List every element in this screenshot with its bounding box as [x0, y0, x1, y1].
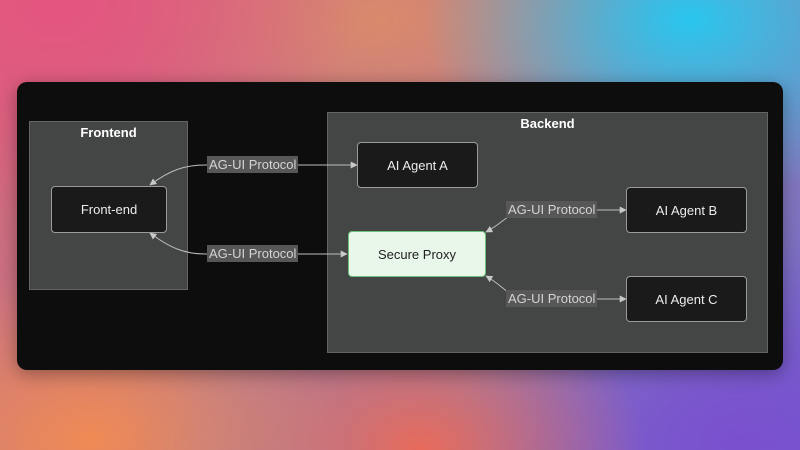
edge-frontend-agent-a	[149, 161, 358, 186]
secure-proxy-node[interactable]: Secure Proxy	[348, 231, 486, 277]
edge-label-frontend-agent-a: AG-UI Protocol	[207, 156, 299, 173]
backend-cluster-title: Backend	[520, 116, 575, 131]
frontend-cluster-title: Frontend	[80, 125, 137, 140]
edge-label-proxy-agent-c: AG-UI Protocol	[506, 290, 598, 307]
agent-c-node[interactable]: AI Agent C	[626, 276, 747, 322]
edge-frontend-proxy	[149, 232, 348, 258]
agent-a-node[interactable]: AI Agent A	[357, 142, 478, 188]
agent-b-node[interactable]: AI Agent B	[626, 187, 747, 233]
frontend-node[interactable]: Front-end	[51, 186, 167, 233]
edge-label-frontend-proxy: AG-UI Protocol	[207, 245, 299, 262]
edge-label-proxy-agent-b: AG-UI Protocol	[506, 201, 598, 218]
